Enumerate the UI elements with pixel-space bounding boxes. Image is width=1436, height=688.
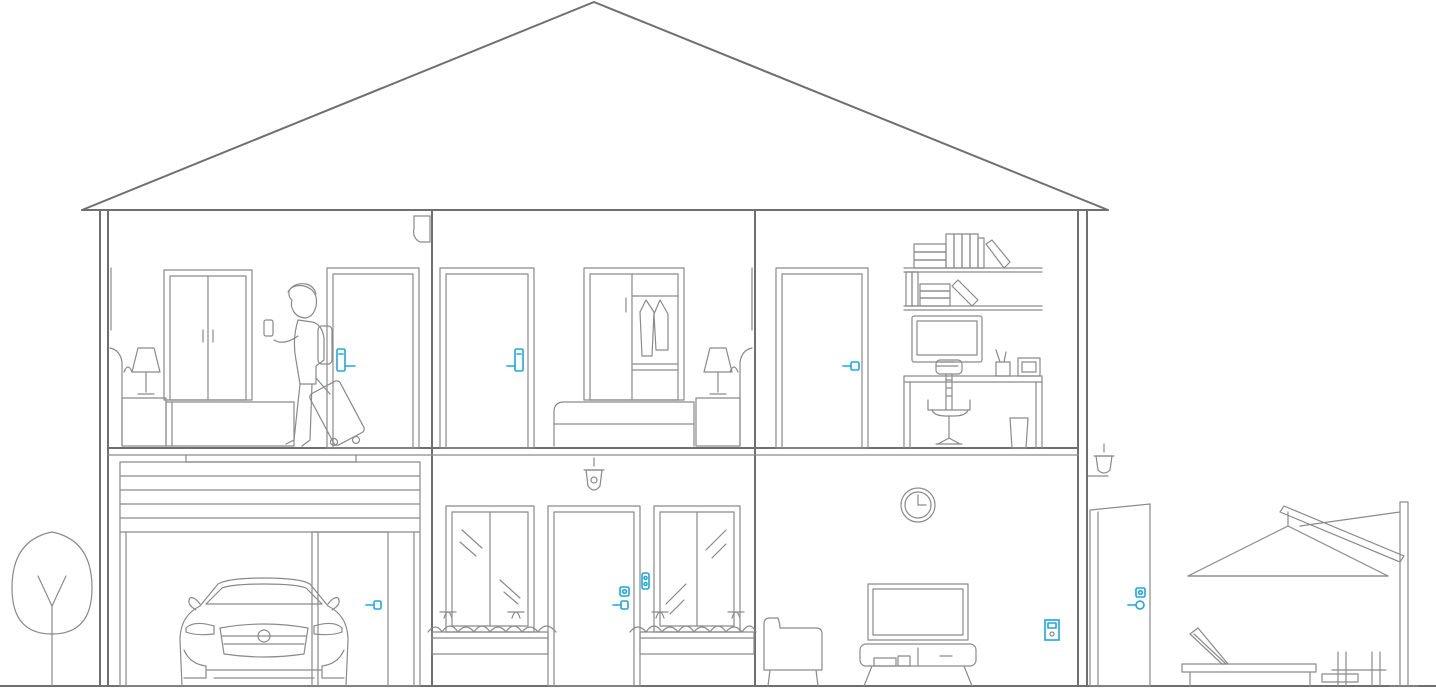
office (775, 233, 1043, 449)
wardrobe (163, 269, 253, 401)
office-door (775, 267, 869, 449)
doorbell-icon[interactable] (641, 572, 650, 590)
office-chair-icon (927, 359, 971, 445)
porch-lamp-icon (583, 457, 605, 491)
bedroom-door (439, 267, 535, 449)
roof (81, 1, 1109, 211)
bookshelf (903, 233, 1043, 311)
smart-lock-icon[interactable] (365, 600, 382, 610)
planter-box (427, 611, 557, 655)
air-conditioner-icon (413, 215, 431, 243)
entry (427, 457, 757, 687)
window-left (445, 505, 535, 633)
smart-lock-icon[interactable] (612, 586, 630, 610)
side-door (1089, 503, 1151, 687)
tree-icon (11, 531, 93, 687)
bed (553, 347, 753, 447)
front-door (547, 505, 641, 687)
thermostat-icon[interactable] (1044, 619, 1060, 641)
car-icon (179, 577, 349, 687)
traveler-with-luggage (263, 283, 365, 447)
planter-box (629, 611, 757, 655)
house-walls (0, 209, 1436, 687)
bedroom-door (326, 267, 420, 449)
desk (903, 349, 1043, 449)
armchair-icon (763, 617, 823, 687)
living-room (763, 487, 1060, 687)
garage-door (311, 531, 389, 687)
exterior-right (1087, 443, 1419, 687)
garage (119, 461, 421, 687)
tv-console (859, 643, 977, 687)
smart-lock-icon[interactable] (1127, 587, 1146, 610)
side-table-icon (1321, 651, 1387, 687)
porch-lamp-icon (1087, 443, 1115, 477)
bed (109, 347, 295, 447)
closet (583, 267, 685, 401)
smart-lock-icon[interactable] (336, 348, 356, 372)
window-right (653, 505, 741, 633)
wall-clock-icon (900, 487, 936, 523)
patio-umbrella-icon (1187, 501, 1419, 687)
lounge-chair-icon (1181, 627, 1317, 687)
bedroom-middle (439, 267, 753, 449)
lamp-icon (131, 347, 161, 395)
smart-lock-icon[interactable] (506, 348, 524, 372)
computer-monitor-icon (911, 315, 983, 367)
suitcase-icon (309, 380, 365, 447)
lamp-icon (703, 347, 733, 395)
bedroom-left (109, 267, 420, 463)
smart-lock-icon[interactable] (842, 361, 860, 371)
television-icon (867, 583, 969, 641)
